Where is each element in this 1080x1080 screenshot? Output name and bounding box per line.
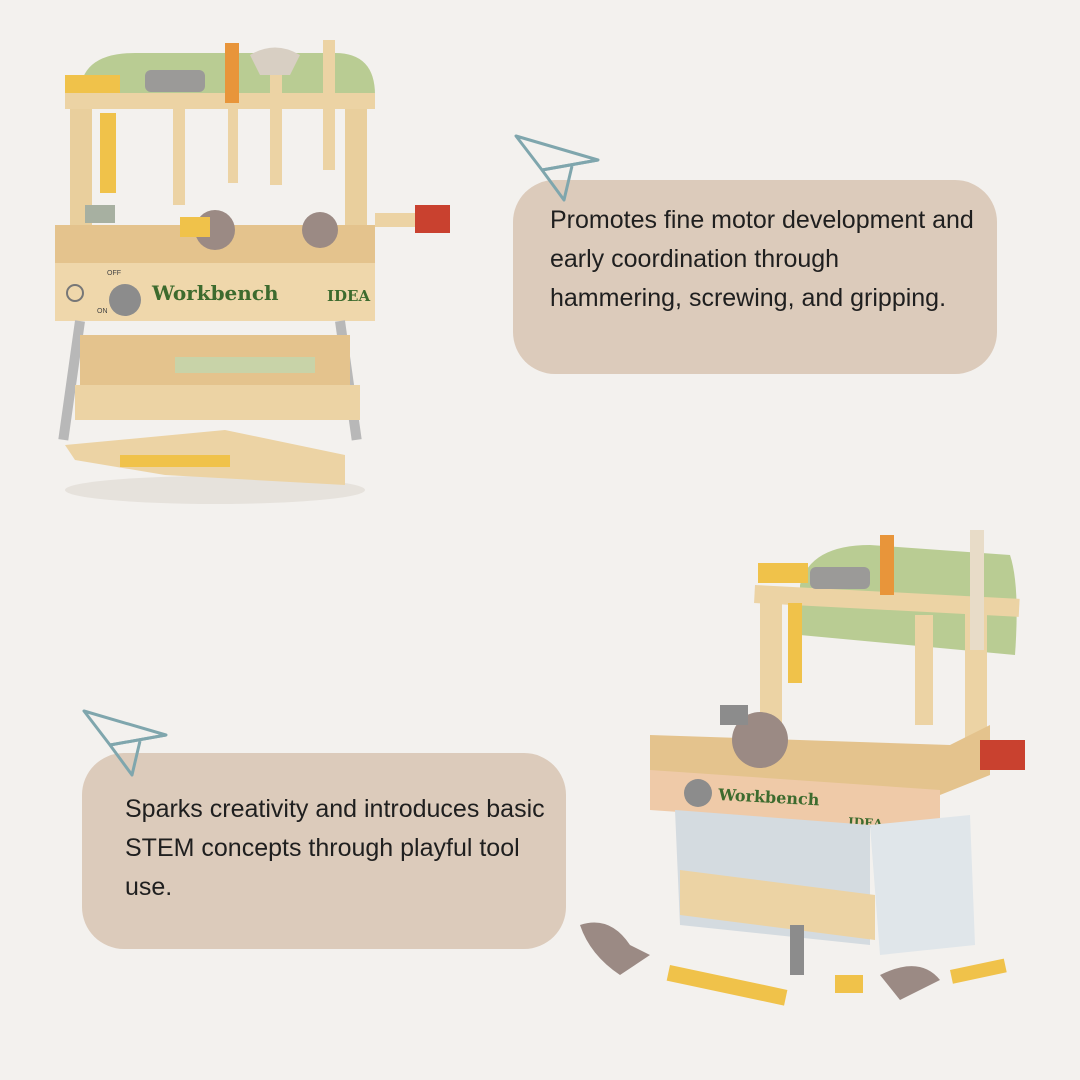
feature-text-motor: Promotes fine motor development and earl… <box>550 206 974 312</box>
workbench-label: Workbench <box>151 281 279 305</box>
switch-off-label: OFF <box>107 270 121 277</box>
workbench-angled-image: Workbench IDEA <box>580 530 1025 1006</box>
workbench-front-image: OFF ON Workbench IDEA <box>55 40 450 504</box>
idea-label: IDEA <box>327 287 370 305</box>
paper-plane-icon <box>82 709 168 777</box>
feature-bubble-motor: Promotes fine motor development and earl… <box>513 180 997 374</box>
feature-bubble-stem: Sparks creativity and introduces basic S… <box>82 753 566 949</box>
paper-plane-icon <box>514 134 600 202</box>
feature-text-stem: Sparks creativity and introduces basic S… <box>125 795 545 901</box>
switch-on-label: ON <box>97 308 108 315</box>
